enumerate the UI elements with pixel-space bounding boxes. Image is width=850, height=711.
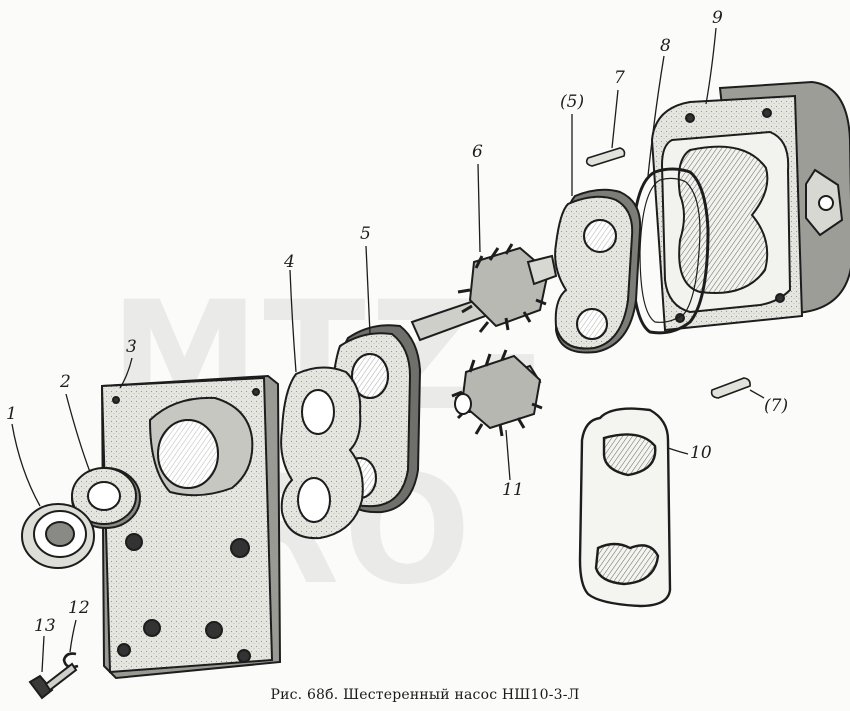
callout-5b: (5) (560, 92, 585, 112)
callout-8: 8 (660, 36, 671, 56)
callout-9: 9 (712, 8, 723, 28)
dowel-pin-part-7 (585, 147, 626, 167)
cuff-seal-part-1 (21, 503, 95, 569)
figure-caption: Рис. 68б. Шестеренный насос НШ10-3-Л (270, 687, 580, 703)
callout-5: 5 (360, 224, 371, 244)
callout-11: 11 (502, 480, 524, 500)
leader-lines (11, 27, 765, 673)
washer-part-2 (71, 467, 141, 529)
callout-13: 13 (34, 616, 56, 636)
housing-part-9 (650, 80, 850, 332)
gasket-part-10 (578, 407, 672, 608)
cover-plate-part-3 (100, 374, 282, 680)
bolt-part-13 (28, 662, 78, 700)
callout-7b: (7) (764, 396, 789, 416)
dowel-pin-part-7b (710, 377, 751, 399)
callout-1: 1 (6, 404, 17, 424)
callout-4: 4 (284, 252, 295, 272)
callout-2: 2 (60, 372, 71, 392)
bushing-plate-part-5b (554, 188, 642, 354)
sealing-frame-part-4 (280, 366, 364, 540)
driven-gear-part-11 (451, 349, 543, 437)
callout-12: 12 (68, 598, 90, 618)
callout-10: 10 (690, 443, 712, 463)
callout-6: 6 (472, 142, 483, 162)
callout-3: 3 (126, 337, 137, 357)
drive-gear-shaft-part-6 (410, 243, 558, 342)
callout-7: 7 (614, 68, 625, 88)
